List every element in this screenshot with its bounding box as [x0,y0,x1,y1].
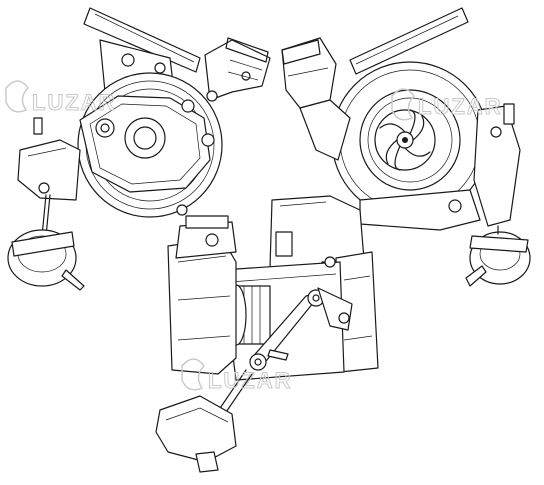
left-view [7,7,271,291]
watermark-bottom: LUZAR [181,358,293,394]
right-view [281,7,531,287]
watermark-left: LUZAR [5,80,117,116]
watermark-text: LUZAR [208,368,293,393]
bottom-view [155,195,379,473]
watermark-text: LUZAR [32,90,117,115]
watermark-right: LUZAR [391,88,503,121]
watermark-text: LUZAR [418,94,503,119]
